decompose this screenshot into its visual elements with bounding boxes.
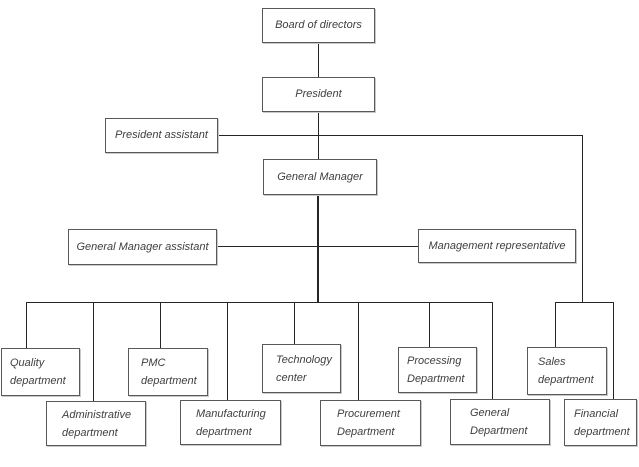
node-general-manager-label: General Manager bbox=[277, 170, 363, 183]
drop-technology bbox=[294, 302, 295, 345]
node-administrative-department: Administrative department bbox=[46, 401, 146, 446]
node-general-manager: General Manager bbox=[263, 159, 377, 195]
node-president-assistant: President assistant bbox=[105, 118, 218, 153]
drop-general bbox=[492, 302, 493, 399]
node-manufacturing-department: Manufacturing department bbox=[180, 400, 281, 445]
drop-sales bbox=[555, 302, 556, 347]
node-board-of-directors: Board of directors bbox=[262, 8, 375, 43]
connector-gm-assistant-representative bbox=[217, 246, 418, 247]
connector-departments-main bbox=[26, 302, 493, 303]
node-management-representative: Management representative bbox=[418, 229, 576, 263]
drop-procurement bbox=[358, 302, 359, 400]
drop-quality bbox=[26, 302, 27, 348]
drop-pmc bbox=[160, 302, 161, 348]
drop-financial bbox=[613, 302, 614, 399]
node-technology-center: Technology center bbox=[262, 344, 341, 393]
node-general-manager-assistant: General Manager assistant bbox=[68, 229, 217, 265]
connector-board-president bbox=[318, 43, 319, 77]
connector-president-assistant-horizontal bbox=[218, 135, 583, 136]
node-president-label: President bbox=[295, 88, 342, 100]
connector-right-riser bbox=[582, 135, 583, 303]
node-management-representative-label: Management representative bbox=[428, 239, 566, 252]
drop-processing bbox=[429, 302, 430, 347]
node-procurement-department: Procurement Department bbox=[320, 400, 421, 446]
node-quality-department: Quality department bbox=[1, 348, 80, 396]
drop-administrative bbox=[93, 302, 94, 401]
node-pmc-department: PMC department bbox=[128, 348, 208, 396]
node-processing-department: Processing Department bbox=[398, 347, 477, 393]
drop-manufacturing bbox=[227, 302, 228, 400]
node-board-of-directors-label: Board of directors bbox=[275, 19, 362, 31]
node-general-department: General Department bbox=[450, 399, 550, 445]
node-financial-department: Financial department bbox=[564, 399, 637, 446]
node-general-manager-assistant-label: General Manager assistant bbox=[76, 240, 209, 253]
node-president: President bbox=[262, 77, 375, 112]
connector-general-manager-spine bbox=[317, 195, 319, 303]
node-sales-department: Sales department bbox=[527, 347, 607, 395]
node-president-assistant-label: President assistant bbox=[115, 129, 208, 141]
connector-departments-right bbox=[555, 302, 614, 303]
